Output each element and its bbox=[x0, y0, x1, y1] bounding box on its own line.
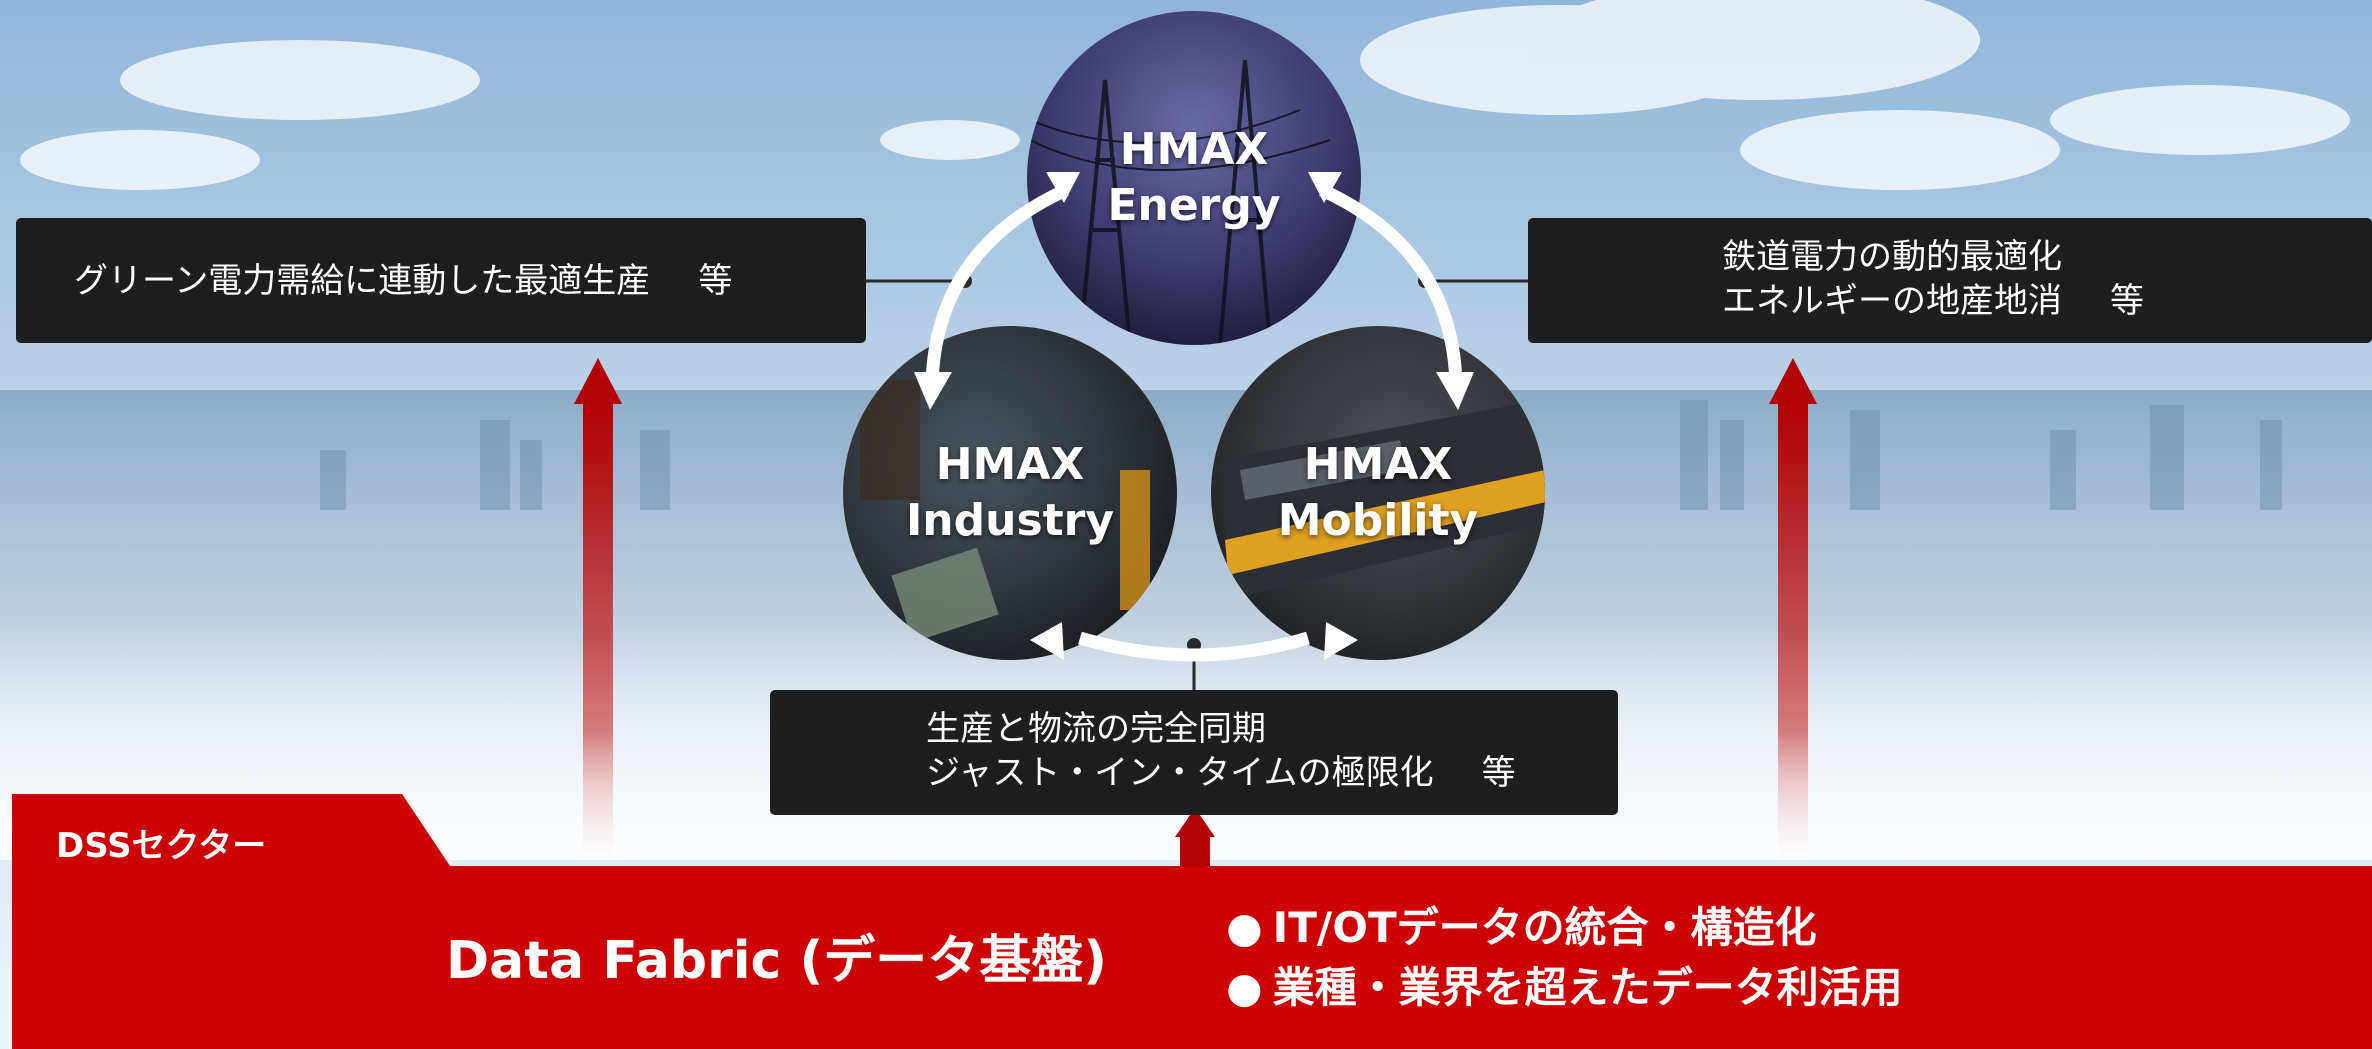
cycle-arrows bbox=[925, 184, 1463, 662]
dss-sector-band bbox=[12, 794, 2372, 1049]
box-energy-industry-text: グリーン電力需給に連動した最適生産等 bbox=[74, 261, 733, 301]
bullet-icon: ● bbox=[1226, 963, 1263, 1012]
data-fabric-title: Data Fabric (データ基盤) bbox=[446, 931, 1108, 991]
arrowhead-icon bbox=[1436, 372, 1474, 410]
box-energy-mobility-line1: 鉄道電力の動的最適化 bbox=[1722, 237, 2062, 277]
box-energy-industry: グリーン電力需給に連動した最適生産等 bbox=[16, 218, 866, 343]
cloud-decoration bbox=[20, 0, 2350, 190]
sector-bullet-list: ●IT/OTデータの統合・構造化 ●業種・業界を超えたデータ利活用 bbox=[1226, 898, 1903, 1018]
arrowhead-icon bbox=[1046, 172, 1080, 203]
arrowhead-icon bbox=[1030, 622, 1064, 660]
upward-arrow-left bbox=[574, 358, 622, 872]
hub-industry-label: HMAX Industry bbox=[900, 437, 1120, 549]
hub-energy-label: HMAX Energy bbox=[1094, 122, 1294, 234]
hub-energy-circle bbox=[1027, 11, 1361, 345]
upward-arrow-right bbox=[1769, 358, 1817, 872]
arrowhead-icon bbox=[1324, 622, 1358, 660]
arrowhead-icon bbox=[914, 372, 952, 410]
bullet-icon: ● bbox=[1226, 903, 1263, 952]
box-industry-mobility-line1: 生産と物流の完全同期 bbox=[926, 709, 1266, 749]
hub-industry-line2: Industry bbox=[905, 495, 1115, 546]
hub-mobility-label: HMAX Mobility bbox=[1268, 437, 1488, 549]
hub-mobility-circle bbox=[1211, 326, 1545, 660]
hub-industry-line1: HMAX bbox=[935, 439, 1085, 490]
hub-energy-line2: Energy bbox=[1107, 180, 1281, 231]
box-energy-mobility-line2: エネルギーの地産地消等 bbox=[1722, 281, 2144, 321]
sector-bullet-item: ●IT/OTデータの統合・構造化 bbox=[1226, 903, 1817, 952]
hub-mobility-line1: HMAX bbox=[1303, 439, 1453, 490]
box-industry-mobility: 生産と物流の完全同期 ジャスト・イン・タイムの極限化等 bbox=[770, 690, 1618, 815]
box-energy-mobility: 鉄道電力の動的最適化 エネルギーの地産地消等 bbox=[1528, 218, 2372, 343]
sector-tab-label: DSSセクター bbox=[56, 826, 267, 866]
arrowhead-icon bbox=[1308, 172, 1342, 203]
sector-bullet-item: ●業種・業界を超えたデータ利活用 bbox=[1226, 963, 1903, 1012]
hub-energy-line1: HMAX bbox=[1119, 124, 1269, 175]
hub-mobility-line2: Mobility bbox=[1277, 495, 1479, 546]
box-industry-mobility-line2: ジャスト・イン・タイムの極限化等 bbox=[926, 753, 1516, 793]
